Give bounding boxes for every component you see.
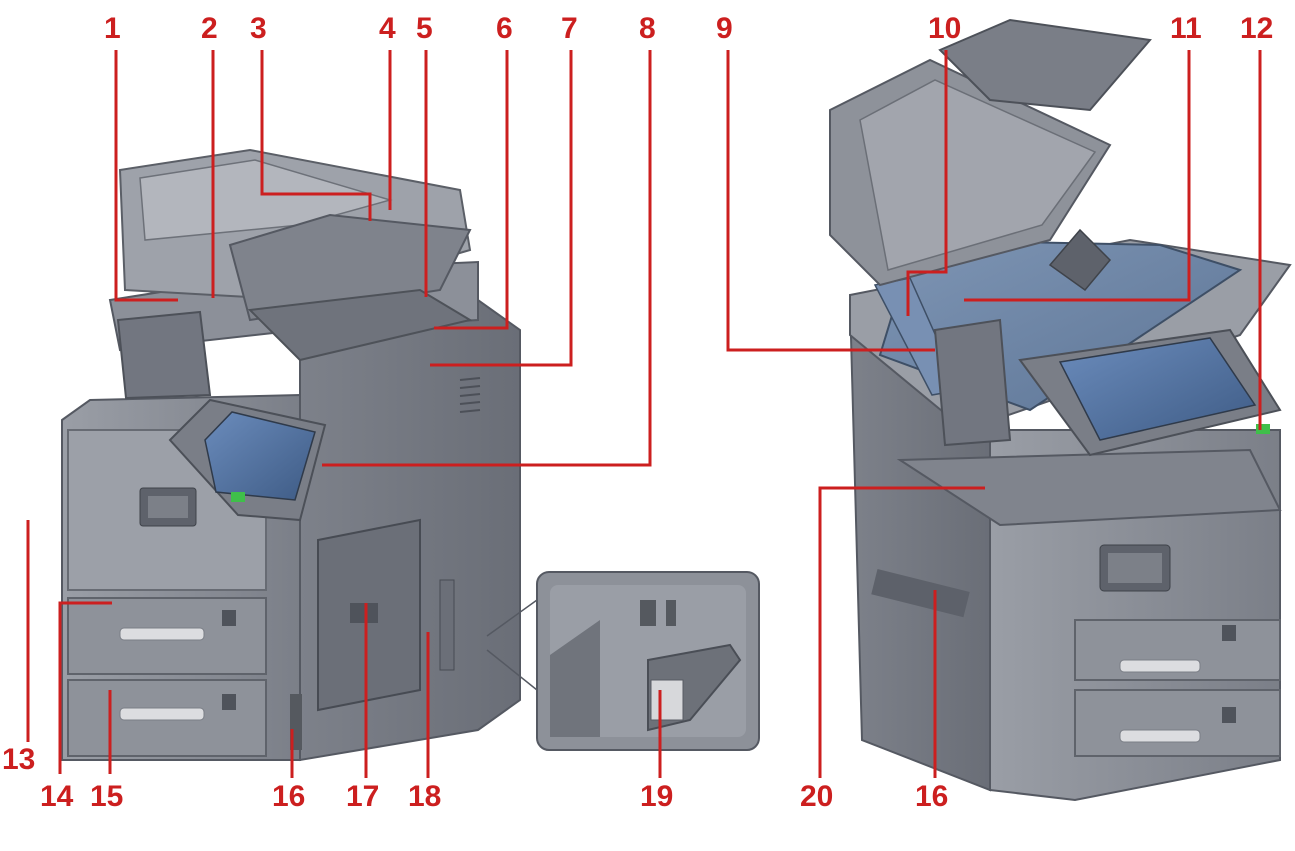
right-cassette-1-indicator — [1222, 625, 1236, 641]
callout-10: 10 — [928, 12, 962, 45]
tray-handle — [350, 603, 378, 623]
document-processor-top — [139, 159, 393, 241]
front-cover-handle-recess — [148, 496, 188, 518]
right-touch-panel — [1058, 337, 1257, 441]
callout-12: 12 — [1240, 12, 1274, 45]
left-machine — [61, 148, 521, 762]
inner-tray — [896, 448, 1282, 527]
callout-20: 20 — [800, 780, 834, 813]
leader-3 — [260, 50, 372, 221]
callout-5: 5 — [416, 12, 433, 45]
callout-3: 3 — [250, 12, 267, 45]
callout-4: 4 — [379, 12, 396, 45]
right-cassette-2 — [1074, 689, 1281, 757]
right-front-handle-recess — [1108, 553, 1162, 583]
cassette-1-handle — [119, 627, 205, 641]
side-cover-latch — [439, 579, 455, 671]
cassette-2-indicator — [222, 694, 236, 710]
cassette-2-handle — [119, 707, 205, 721]
callout-16-right: 16 — [915, 780, 949, 813]
main-power-switch — [650, 679, 684, 721]
right-machine — [829, 18, 1292, 802]
callout-1: 1 — [104, 12, 121, 45]
callout-8: 8 — [639, 12, 656, 45]
callout-19: 19 — [640, 780, 674, 813]
leader-11 — [964, 50, 1191, 302]
leader-14 — [58, 601, 112, 774]
right-power-key-led — [1256, 424, 1270, 434]
callout-18: 18 — [408, 780, 442, 813]
power-bar-plate — [666, 600, 676, 626]
lid-underside — [859, 79, 1097, 271]
main-power-inset — [486, 571, 760, 751]
callout-11: 11 — [1170, 12, 1202, 45]
leader-6 — [434, 50, 509, 330]
left-power-key-led — [231, 492, 245, 502]
callout-9: 9 — [716, 12, 733, 45]
right-cassette-2-indicator — [1222, 707, 1236, 723]
callout-7: 7 — [561, 12, 578, 45]
right-cassette-2-handle — [1119, 729, 1201, 743]
left-touch-panel — [204, 411, 316, 501]
callout-14: 14 — [40, 780, 74, 813]
callout-6: 6 — [496, 12, 513, 45]
lid-hinge — [1048, 228, 1112, 292]
leader-lines — [26, 50, 1262, 778]
left-extension-tray — [116, 310, 212, 400]
callout-17: 17 — [346, 780, 380, 813]
callout-15: 15 — [90, 780, 124, 813]
right-extension-tray — [933, 318, 1012, 447]
leader-10 — [906, 50, 948, 316]
leader-9 — [726, 50, 935, 352]
leader-20 — [818, 486, 985, 778]
callout-16-left: 16 — [272, 780, 306, 813]
callout-2: 2 — [201, 12, 218, 45]
leader-8 — [322, 50, 652, 467]
power-symbol-plate — [640, 600, 656, 626]
leader-7 — [430, 50, 573, 367]
leader-1 — [114, 50, 178, 302]
cassette-1-indicator — [222, 610, 236, 626]
right-cassette-1-handle — [1119, 659, 1201, 673]
original-eject-table — [247, 288, 473, 362]
open-lid-tray — [938, 18, 1152, 112]
right-side-handle — [871, 569, 970, 618]
callout-13: 13 — [2, 743, 36, 776]
